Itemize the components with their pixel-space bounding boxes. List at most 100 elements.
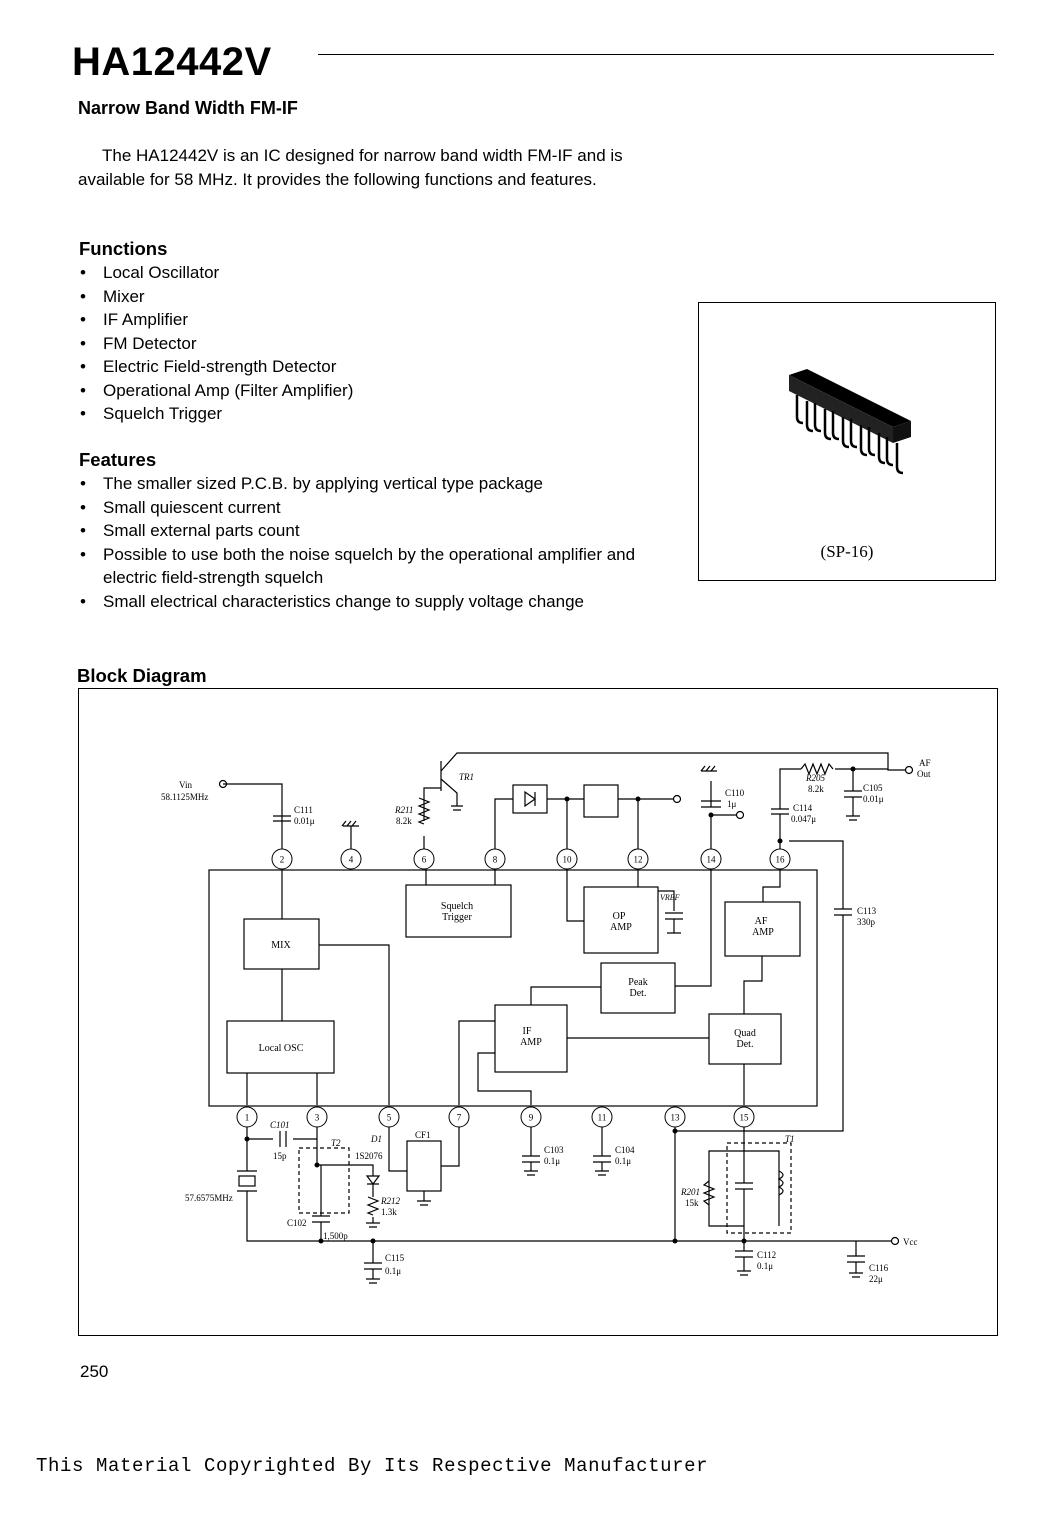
c113-value: 330p bbox=[857, 917, 876, 927]
op-amp-block-label: OP bbox=[613, 911, 626, 922]
pin-bottom: 11 bbox=[591, 1106, 613, 1128]
pin-bottom: 1 bbox=[236, 1106, 258, 1128]
functions-list: Local Oscillator Mixer IF Amplifier FM D… bbox=[78, 261, 638, 426]
cf1-label: CF1 bbox=[415, 1130, 431, 1140]
r201-label: R201 bbox=[680, 1187, 700, 1197]
vin-freq-label: 58.1125MHz bbox=[161, 792, 208, 802]
block-diagram-heading: Block Diagram bbox=[77, 665, 207, 686]
pin-number: 1 bbox=[245, 1113, 250, 1123]
tr1-label: TR1 bbox=[459, 772, 474, 782]
quad-det-block-label: Det. bbox=[737, 1039, 754, 1050]
list-item: FM Detector bbox=[78, 332, 638, 356]
c101-value: 15p bbox=[273, 1151, 287, 1161]
c102-label: C102 bbox=[287, 1218, 307, 1228]
c115-label: C115 bbox=[385, 1253, 405, 1263]
c103-value: 0.1μ bbox=[544, 1156, 560, 1166]
t2-label: T2 bbox=[331, 1138, 341, 1148]
pin-top: 12 bbox=[627, 848, 649, 870]
block-diagram: MIX Local OSC Squelch Trigger OP AMP Pea… bbox=[78, 688, 998, 1336]
c111-label: C111 bbox=[294, 805, 313, 815]
pin-top: 4 bbox=[340, 848, 362, 870]
pin-number: 16 bbox=[776, 855, 786, 865]
pin-bottom: 3 bbox=[306, 1106, 328, 1128]
list-item: Possible to use both the noise squelch b… bbox=[78, 543, 638, 590]
package-label: (SP-16) bbox=[820, 542, 874, 561]
list-item: Small external parts count bbox=[78, 519, 638, 543]
squelch-block-label: Trigger bbox=[442, 912, 472, 923]
pins-bottom: 1 3 5 7 9 11 13 15 bbox=[236, 1106, 755, 1128]
r201-value: 15k bbox=[685, 1198, 699, 1208]
c104-label: C104 bbox=[615, 1145, 635, 1155]
pin-bottom: 13 bbox=[664, 1106, 686, 1128]
pin-top: 6 bbox=[413, 848, 435, 870]
package-figure: (SP-16) bbox=[698, 302, 996, 581]
af-amp-block-label: AMP bbox=[752, 927, 774, 938]
local-osc-block-label: Local OSC bbox=[259, 1043, 304, 1054]
pin-number: 5 bbox=[387, 1113, 392, 1123]
pin-top: 16 bbox=[769, 848, 791, 870]
block-diagram-svg: MIX Local OSC Squelch Trigger OP AMP Pea… bbox=[161, 752, 931, 1284]
c111-value: 0.01μ bbox=[294, 816, 315, 826]
list-item: Electric Field-strength Detector bbox=[78, 355, 638, 379]
quad-det-block-label: Quad bbox=[734, 1028, 756, 1039]
title-rule bbox=[318, 54, 994, 55]
vcc-label: Vcc bbox=[903, 1237, 918, 1247]
pin-number: 15 bbox=[740, 1113, 750, 1123]
r211-label: R211 bbox=[394, 805, 413, 815]
pin-top: 10 bbox=[556, 848, 578, 870]
functions-heading: Functions bbox=[79, 238, 168, 259]
pin-number: 8 bbox=[493, 855, 498, 865]
af-amp-block-label: AF bbox=[755, 916, 768, 927]
r212-value: 1.3k bbox=[381, 1207, 397, 1217]
copyright-notice: This Material Copyrighted By Its Respect… bbox=[36, 1455, 709, 1477]
c116-value: 22μ bbox=[869, 1274, 883, 1284]
d1-label: D1 bbox=[370, 1134, 382, 1144]
pin-number: 4 bbox=[349, 855, 354, 865]
page-number: 250 bbox=[80, 1362, 109, 1381]
pin-bottom: 5 bbox=[378, 1106, 400, 1128]
c112-label: C112 bbox=[757, 1250, 776, 1260]
pin-bottom: 15 bbox=[733, 1106, 755, 1128]
c115-value: 0.1μ bbox=[385, 1266, 401, 1276]
pin-number: 9 bbox=[529, 1113, 534, 1123]
sip-package-icon bbox=[789, 369, 911, 475]
pin-number: 12 bbox=[634, 855, 643, 865]
c110-value: 1μ bbox=[727, 799, 737, 809]
pin-number: 14 bbox=[707, 855, 717, 865]
c105-label: C105 bbox=[863, 783, 883, 793]
c103-label: C103 bbox=[544, 1145, 564, 1155]
list-item: Mixer bbox=[78, 285, 638, 309]
r205-label: R205 bbox=[805, 773, 825, 783]
list-item: Small electrical characteristics change … bbox=[78, 590, 638, 614]
op-amp-block-label: AMP bbox=[610, 922, 632, 933]
d1-value: 1S2076 bbox=[355, 1151, 383, 1161]
pin-number: 10 bbox=[563, 855, 573, 865]
c112-value: 0.1μ bbox=[757, 1261, 773, 1271]
r212-label: R212 bbox=[380, 1196, 400, 1206]
pins-top: 2 4 6 8 10 12 14 16 bbox=[271, 848, 791, 870]
if-amp-block-label: AMP bbox=[520, 1037, 542, 1048]
c104-value: 0.1μ bbox=[615, 1156, 631, 1166]
pin-number: 6 bbox=[422, 855, 427, 865]
t1-label: T1 bbox=[785, 1134, 795, 1144]
r205-value: 8.2k bbox=[808, 784, 824, 794]
list-item: Small quiescent current bbox=[78, 496, 638, 520]
vin-label: Vin bbox=[179, 780, 192, 790]
pin-top: 2 bbox=[271, 848, 293, 870]
pin-bottom: 9 bbox=[520, 1106, 542, 1128]
subtitle: Narrow Band Width FM-IF bbox=[78, 98, 298, 118]
features-heading: Features bbox=[79, 449, 157, 470]
c101-label: C101 bbox=[270, 1120, 290, 1130]
part-number-title: HA12442V bbox=[72, 40, 272, 84]
c102-value: 1,500p bbox=[323, 1231, 348, 1241]
list-item: The smaller sized P.C.B. by applying ver… bbox=[78, 472, 638, 496]
pin-top: 14 bbox=[700, 848, 722, 870]
peak-det-block-label: Peak bbox=[628, 977, 647, 988]
c113-label: C113 bbox=[857, 906, 877, 916]
if-amp-block-label: IF bbox=[523, 1026, 532, 1037]
c114-label: C114 bbox=[793, 803, 813, 813]
squelch-block-label: Squelch bbox=[441, 901, 473, 912]
xtal-label: 57.6575MHz bbox=[185, 1193, 233, 1203]
c110-label: C110 bbox=[725, 788, 745, 798]
pin-number: 2 bbox=[280, 855, 285, 865]
